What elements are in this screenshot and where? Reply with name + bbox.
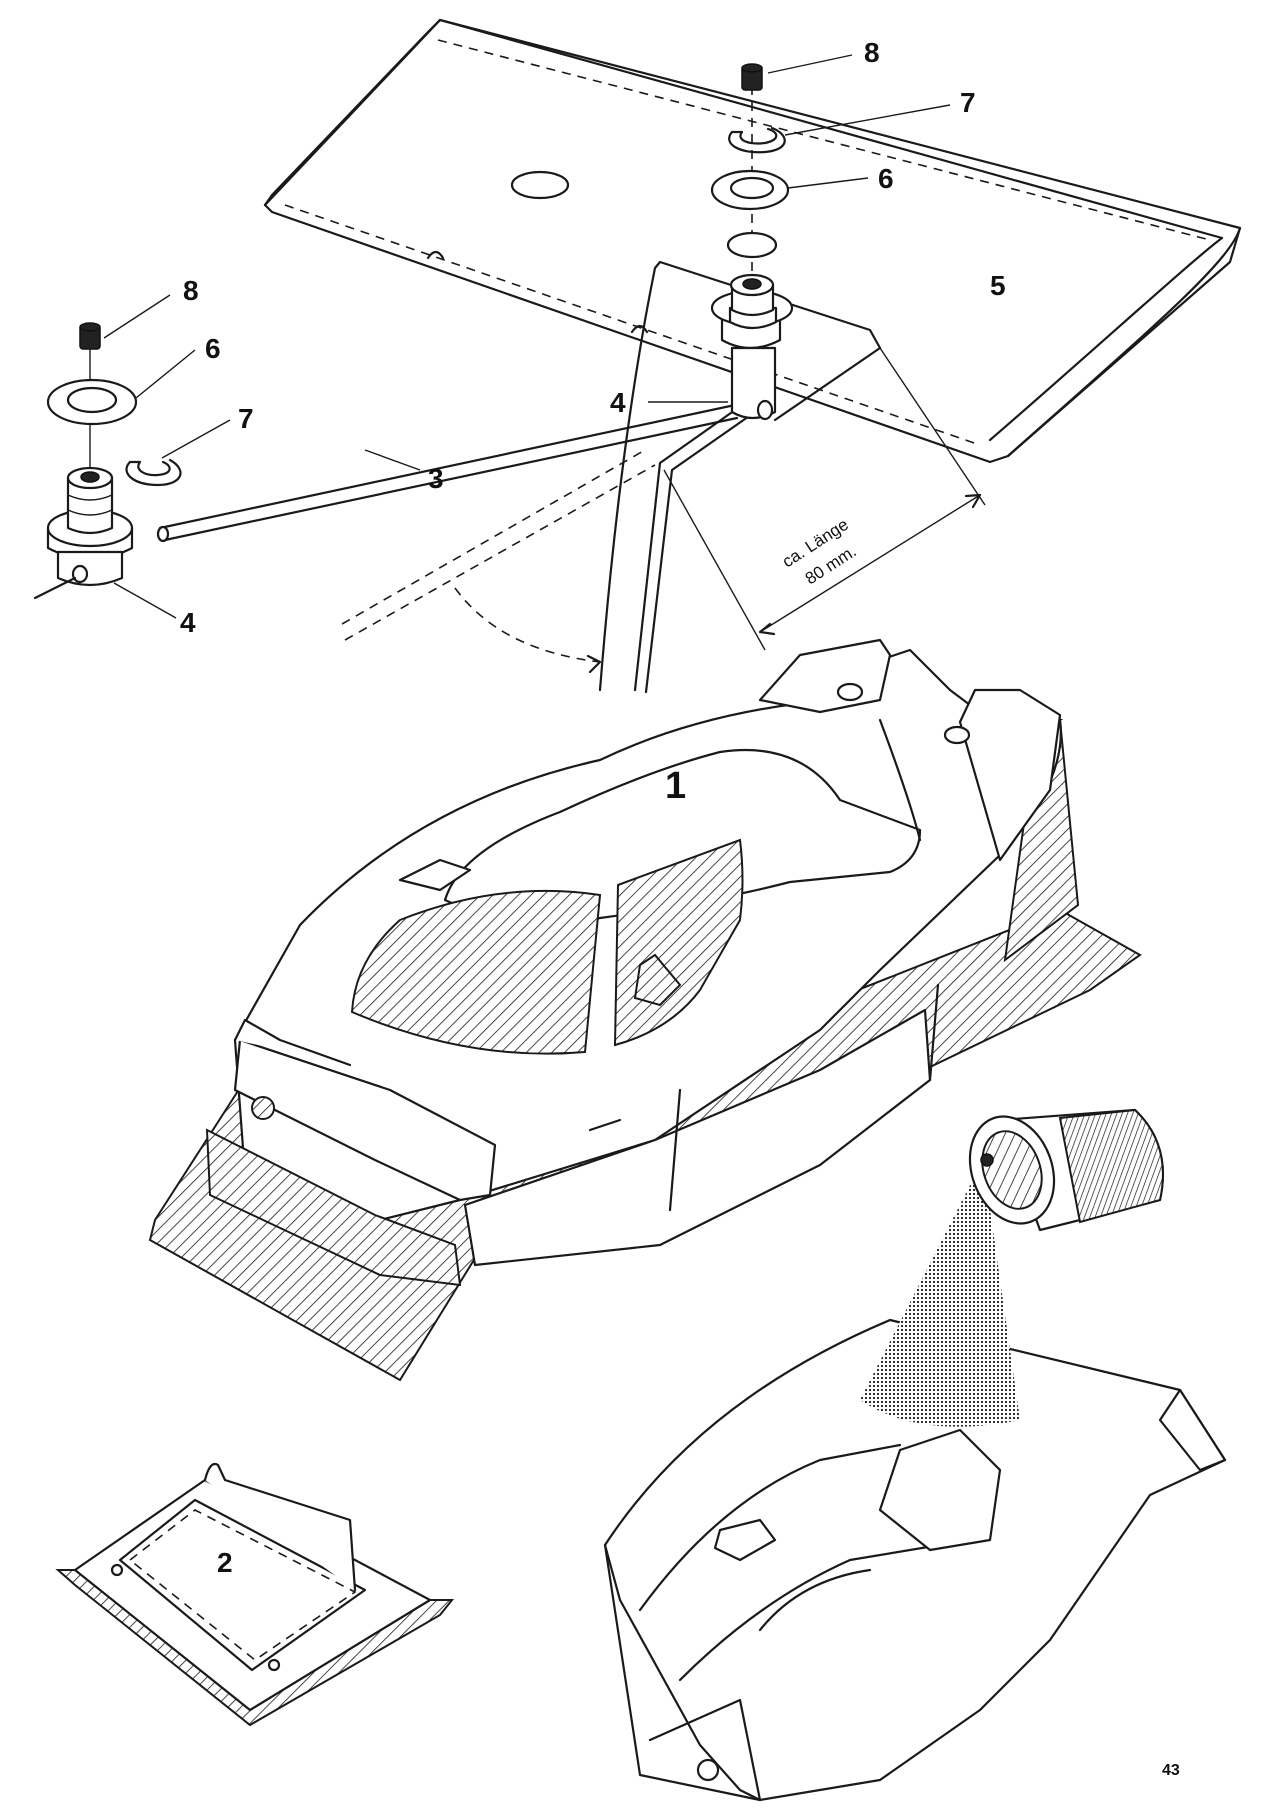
left-mount-assembly bbox=[33, 322, 182, 600]
callout-plate: 2 bbox=[217, 1547, 233, 1578]
spray-cone bbox=[860, 1160, 1020, 1427]
callout-screw-right: 8 bbox=[864, 37, 880, 68]
washer-right bbox=[710, 169, 790, 211]
callout-washer-left: 6 bbox=[205, 333, 221, 364]
callout-clip-right: 7 bbox=[960, 87, 976, 118]
wing-rod bbox=[156, 260, 882, 694]
washer-left bbox=[46, 378, 138, 426]
mount-post-right bbox=[710, 273, 794, 421]
callout-wing: 5 bbox=[990, 270, 1006, 301]
callout-mount-left: 4 bbox=[180, 607, 196, 638]
callout-mount-right: 4 bbox=[610, 387, 626, 418]
callout-body: 1 bbox=[665, 765, 686, 807]
callout-washer-right: 6 bbox=[878, 163, 894, 194]
leader-lines bbox=[103, 54, 951, 619]
right-mount-assembly bbox=[710, 63, 794, 421]
spray-can bbox=[968, 1108, 1165, 1232]
mount-post-left bbox=[33, 466, 134, 600]
clip-left bbox=[125, 458, 182, 487]
nose-hole bbox=[251, 1096, 275, 1120]
screw-right bbox=[741, 63, 763, 91]
clip-right bbox=[728, 126, 786, 154]
wing-hole bbox=[510, 170, 570, 200]
page-number: 43 bbox=[1162, 1762, 1180, 1779]
callout-rod: 3 bbox=[428, 463, 444, 494]
screw-left bbox=[79, 322, 101, 350]
plate-part bbox=[55, 1462, 455, 1727]
body-shell bbox=[148, 638, 1142, 1382]
window-left bbox=[350, 889, 602, 1055]
chassis-tub bbox=[603, 1318, 1227, 1802]
callout-clip-left: 7 bbox=[238, 403, 254, 434]
callout-screw-left: 8 bbox=[183, 275, 199, 306]
